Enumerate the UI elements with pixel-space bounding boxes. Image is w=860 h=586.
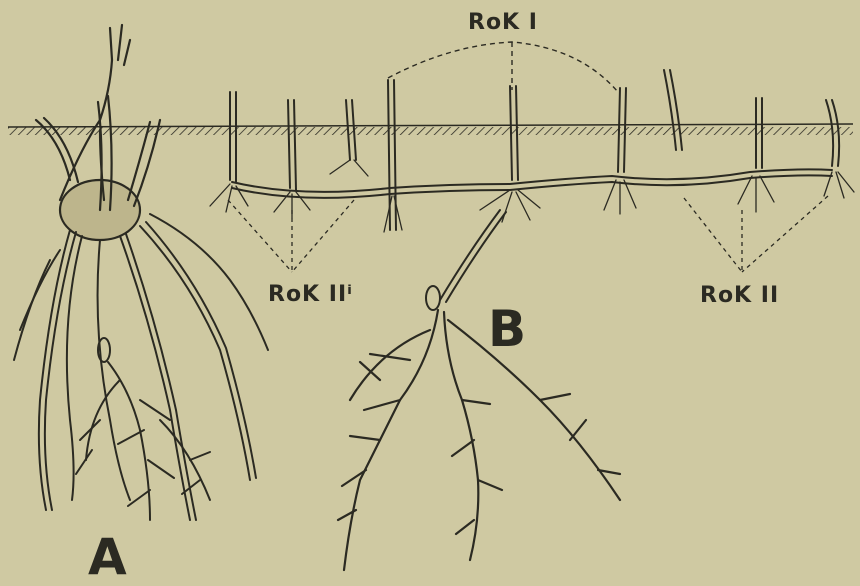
panel-b-seed <box>426 286 440 310</box>
year-one-bracket <box>388 42 618 92</box>
panel-label-a: A <box>88 528 127 586</box>
label-year-two: RoK II <box>700 283 779 308</box>
panel-label-b: B <box>488 300 526 358</box>
panel-b-shoots <box>230 70 839 230</box>
label-year-one: RoK I <box>468 10 538 35</box>
label-year-two-prime: RoK IIⁱ <box>268 282 353 307</box>
year-two-prime-bracket <box>228 200 354 272</box>
panel-b-taproot <box>338 310 620 570</box>
soil-surface <box>8 124 853 135</box>
panel-a-roots <box>14 214 268 520</box>
